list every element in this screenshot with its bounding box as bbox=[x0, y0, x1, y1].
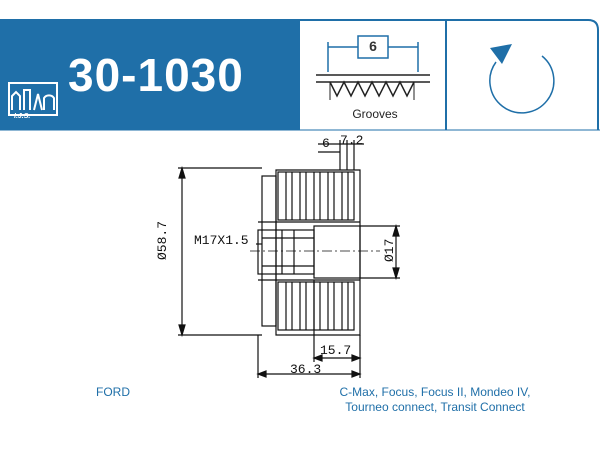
grooves-label: Grooves bbox=[352, 107, 398, 121]
part-number-panel bbox=[0, 20, 300, 130]
dim-inner-length: 15.7 bbox=[320, 343, 352, 358]
vehicle-brand: FORD bbox=[96, 385, 130, 399]
dim-overall-face: 7.2 bbox=[340, 133, 364, 148]
part-number: 30-1030 bbox=[68, 49, 244, 101]
grooves-count: 6 bbox=[369, 38, 377, 54]
models-line-1: C-Max, Focus, Focus II, Mondeo IV, bbox=[339, 385, 531, 399]
dim-total-length: 36.3 bbox=[290, 362, 322, 377]
models-line-2: Tourneo connect, Transit Connect bbox=[345, 400, 525, 414]
pulley-drawing bbox=[178, 140, 400, 378]
dim-thread: M17X1.5 bbox=[194, 233, 249, 248]
grooves-diagram bbox=[316, 35, 430, 100]
ijs-logo-icon bbox=[8, 82, 58, 116]
dim-outer-diameter: Ø58.7 bbox=[155, 220, 170, 260]
logo-text: I.J.S. bbox=[14, 113, 31, 120]
dim-bore-diameter: Ø17 bbox=[382, 238, 397, 262]
header-frame bbox=[0, 19, 600, 131]
vehicle-models: C-Max, Focus, Focus II, Mondeo IV, Tourn… bbox=[310, 385, 560, 415]
header: I.J.S. 30-1030 6 Grooves bbox=[0, 0, 600, 131]
rotation-direction-icon bbox=[489, 44, 555, 114]
dim-groove-width: 6 bbox=[322, 136, 330, 151]
